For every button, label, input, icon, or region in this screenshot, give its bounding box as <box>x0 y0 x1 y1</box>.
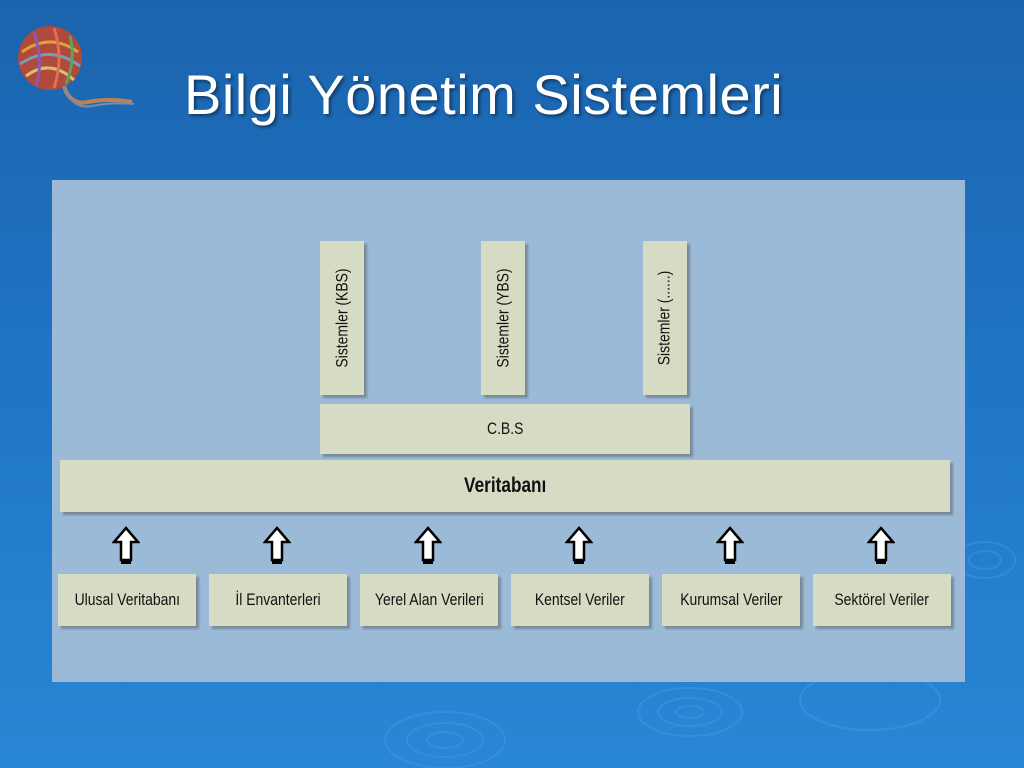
source-label: Ulusal Veritabanı <box>74 590 180 609</box>
cbs-label: C.B.S <box>486 419 524 438</box>
source-box-kurumsal: Kurumsal Veriler <box>662 574 800 626</box>
source-box-yerel: Yerel Alan Verileri <box>360 574 498 626</box>
source-label: Yerel Alan Verileri <box>374 590 484 609</box>
database-box: Veritabanı <box>60 460 950 512</box>
source-label: Sektörel Veriler <box>834 590 930 609</box>
cbs-box: C.B.S <box>320 404 690 454</box>
diagram-panel: Sistemler (KBS) Sistemler (YBS) Sistemle… <box>52 180 965 682</box>
up-arrow-icon <box>112 526 140 564</box>
source-box-il: İl Envanterleri <box>209 574 347 626</box>
database-label: Veritabanı <box>463 474 547 497</box>
source-box-sektorel: Sektörel Veriler <box>813 574 951 626</box>
system-box-other: Sistemler (......) <box>643 241 687 395</box>
up-arrow-icon <box>263 526 291 564</box>
up-arrow-icon <box>414 526 442 564</box>
source-label: Kurumsal Veriler <box>679 590 783 609</box>
system-box-ybs: Sistemler (YBS) <box>481 241 525 395</box>
slide-title: Bilgi Yönetim Sistemleri <box>184 63 784 126</box>
system-label: Sistemler (KBS) <box>332 268 352 368</box>
up-arrow-icon <box>867 526 895 564</box>
system-label: Sistemler (......) <box>655 270 675 366</box>
source-label: İl Envanterleri <box>235 590 321 609</box>
source-box-ulusal: Ulusal Veritabanı <box>58 574 196 626</box>
up-arrow-icon <box>565 526 593 564</box>
source-box-kentsel: Kentsel Veriler <box>511 574 649 626</box>
system-label: Sistemler (YBS) <box>493 268 513 368</box>
yarn-ball-icon <box>18 26 135 108</box>
up-arrow-icon <box>716 526 744 564</box>
system-box-kbs: Sistemler (KBS) <box>320 241 364 395</box>
source-label: Kentsel Veriler <box>535 590 625 609</box>
